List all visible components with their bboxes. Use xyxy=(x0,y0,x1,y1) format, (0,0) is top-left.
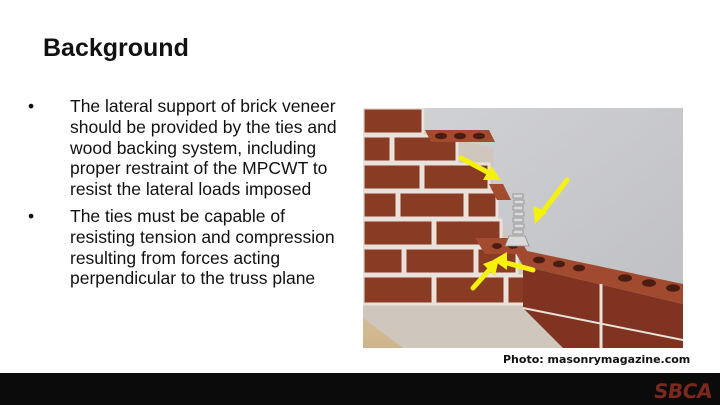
slide-title: Background xyxy=(43,34,189,62)
arrow-diag-down-head xyxy=(533,206,547,224)
arrow-right xyxy=(458,155,494,177)
bullet-item: • The ties must be capable of resisting … xyxy=(28,206,348,289)
brick-top xyxy=(489,184,511,200)
bullet-marker: • xyxy=(28,96,35,116)
brick-tie xyxy=(504,193,530,247)
mortar-joint xyxy=(522,307,683,341)
brick-hole xyxy=(618,274,632,282)
arrow-up-left xyxy=(470,265,494,291)
brick xyxy=(433,274,507,306)
brick-veneer-photo xyxy=(363,108,683,348)
brick xyxy=(363,108,425,136)
arrow-up-left-head xyxy=(483,258,499,276)
brick xyxy=(363,190,399,220)
bullet-list: • The lateral support of brick veneer sh… xyxy=(28,96,348,295)
bullet-text: The ties must be capable of resisting te… xyxy=(70,205,335,289)
brick xyxy=(465,190,499,220)
brick-hole xyxy=(553,260,565,268)
bullet-marker: • xyxy=(28,205,35,226)
brick xyxy=(363,274,435,306)
bullet-item: • The lateral support of brick veneer sh… xyxy=(28,96,348,200)
brick-hole xyxy=(492,243,502,249)
arrow-right-head xyxy=(483,166,501,180)
sbca-logo: SBCA xyxy=(652,379,714,403)
arrow-diag-down xyxy=(538,177,570,217)
brick xyxy=(363,134,393,164)
force-arrows xyxy=(458,155,570,291)
brick-hole xyxy=(533,256,545,264)
brick-hole xyxy=(573,264,585,272)
photo-credit: Photo: masonrymagazine.com xyxy=(503,353,691,366)
bottom-course xyxy=(513,248,683,348)
brick-hole xyxy=(454,132,466,140)
brick-hole xyxy=(666,284,680,292)
brick-wall xyxy=(363,108,531,306)
brick-hole xyxy=(642,279,656,287)
brick xyxy=(363,162,423,192)
brick xyxy=(363,218,435,248)
footer-bar xyxy=(0,373,720,405)
brick-hole xyxy=(473,132,485,140)
arrow-left-head xyxy=(493,252,507,270)
brick xyxy=(397,190,467,220)
arrow-left xyxy=(500,259,536,273)
brick xyxy=(363,246,405,276)
bullet-text: The lateral support of brick veneer shou… xyxy=(70,96,337,200)
brick-face xyxy=(523,266,683,348)
brick-hole xyxy=(435,132,447,140)
brick xyxy=(391,134,459,164)
brick xyxy=(403,246,477,276)
